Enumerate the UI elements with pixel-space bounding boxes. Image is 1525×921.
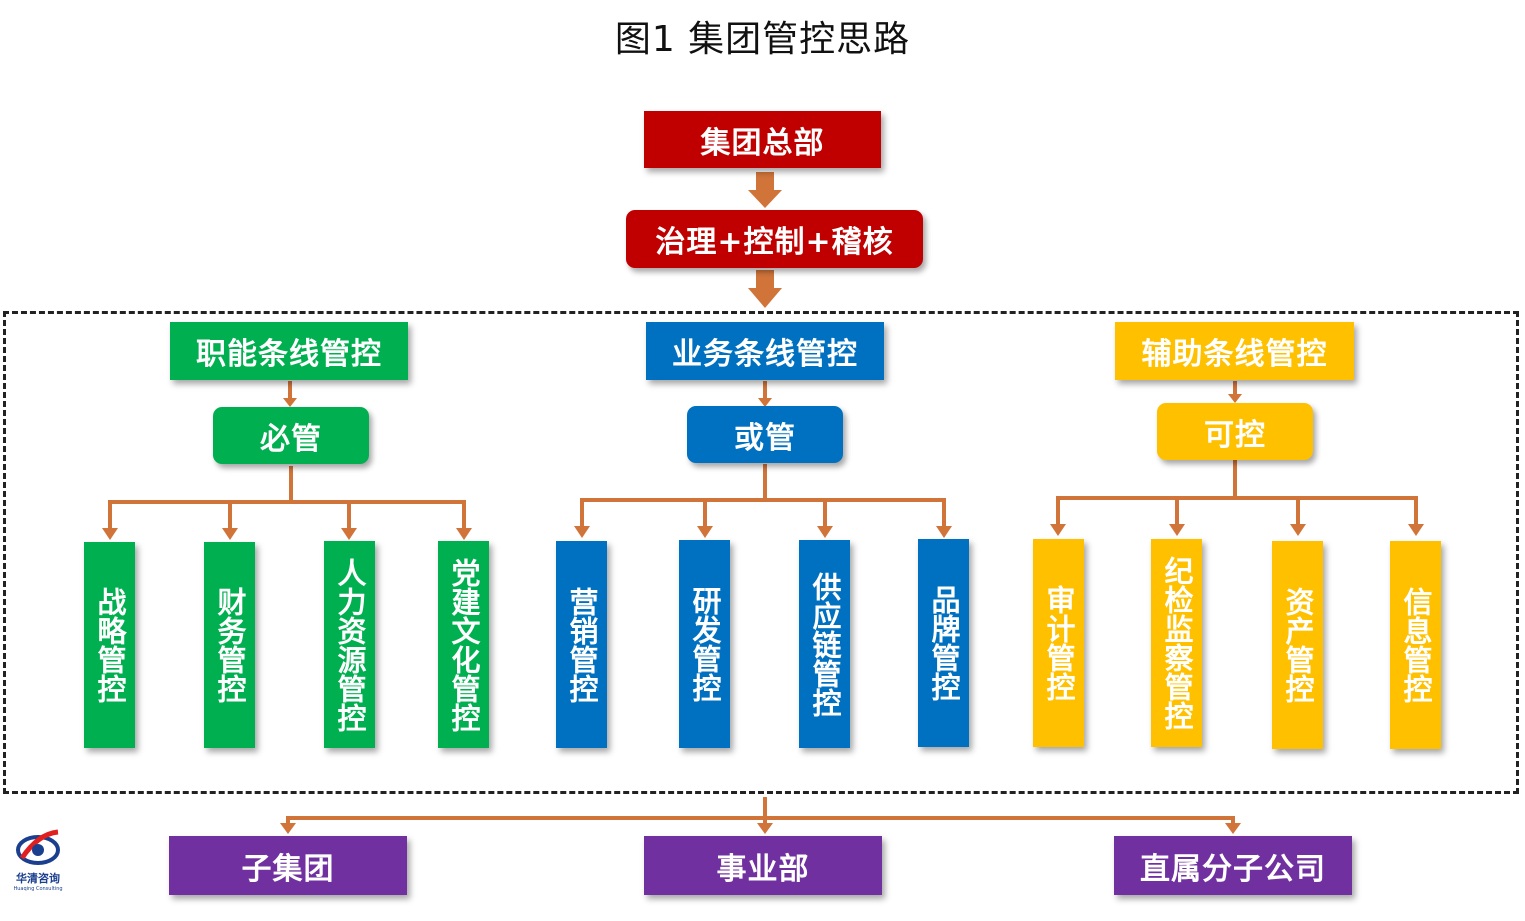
block-arrow-governance-to-lines bbox=[748, 270, 782, 308]
governance-box: 治理+控制+稽核 bbox=[626, 210, 923, 268]
function-item: 人力资源管控 bbox=[324, 541, 375, 748]
business-line-header: 业务条线管控 bbox=[646, 322, 884, 380]
tree-bottom bbox=[286, 797, 1235, 826]
function-item: 战略管控 bbox=[84, 542, 135, 748]
business-item: 品牌管控 bbox=[918, 539, 969, 747]
tree-auxiliary bbox=[1056, 460, 1418, 526]
business-item: 研发管控 bbox=[679, 540, 730, 748]
hq-box: 集团总部 bbox=[644, 111, 881, 168]
auxiliary-mode-box: 可控 bbox=[1157, 403, 1313, 460]
function-line-header: 职能条线管控 bbox=[170, 322, 408, 380]
block-arrow-hq-to-governance bbox=[748, 172, 782, 208]
auxiliary-item: 资产管控 bbox=[1272, 541, 1323, 749]
tree-function bbox=[108, 466, 466, 530]
page-title: 图1 集团管控思路 bbox=[614, 19, 911, 60]
company-logo: 华清咨询 Huaqing Consulting bbox=[12, 828, 64, 892]
control-lines-frame bbox=[3, 311, 1519, 794]
auxiliary-item: 信息管控 bbox=[1390, 541, 1441, 749]
bottom-box: 子集团 bbox=[169, 836, 407, 895]
business-item: 供应链管控 bbox=[799, 540, 850, 748]
business-mode-box: 或管 bbox=[687, 406, 843, 463]
logo-name: 华清咨询 bbox=[16, 872, 60, 885]
logo-icon bbox=[16, 829, 60, 865]
auxiliary-line-header: 辅助条线管控 bbox=[1115, 322, 1354, 380]
logo-sub: Huaqing Consulting bbox=[13, 886, 63, 892]
function-mode-box: 必管 bbox=[213, 407, 369, 464]
bottom-box: 事业部 bbox=[644, 836, 882, 895]
tree-business bbox=[580, 464, 946, 528]
business-item: 营销管控 bbox=[556, 541, 607, 748]
auxiliary-item: 审计管控 bbox=[1033, 539, 1084, 747]
bottom-box: 直属分子公司 bbox=[1114, 836, 1352, 895]
function-item: 党建文化管控 bbox=[438, 541, 489, 748]
function-item: 财务管控 bbox=[204, 542, 255, 748]
auxiliary-item: 纪检监察管控 bbox=[1151, 539, 1202, 747]
